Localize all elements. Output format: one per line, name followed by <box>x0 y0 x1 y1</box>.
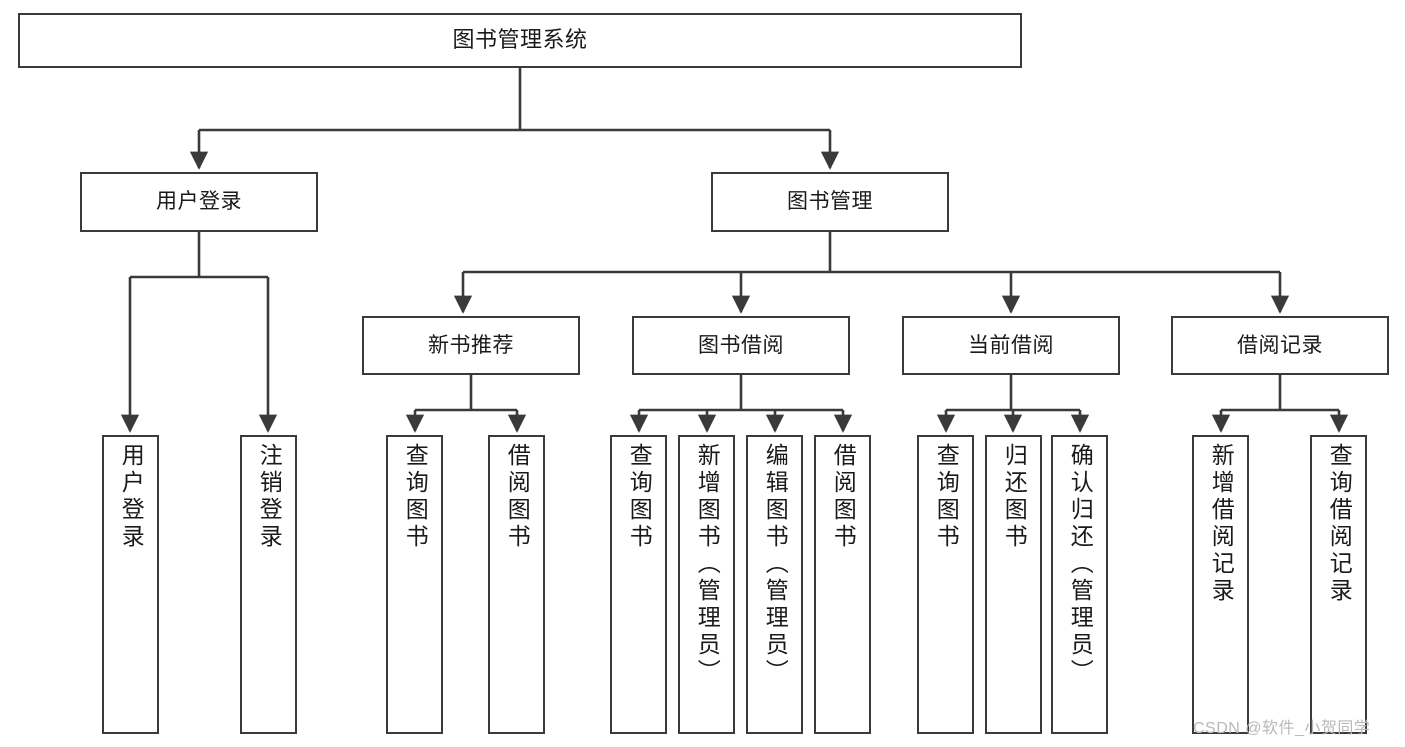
watermark: CSDN @软件_小贺同学 <box>1193 720 1371 737</box>
node-leaf-confirm-return-label: 确认归还（管理员） <box>1067 443 1094 686</box>
node-leaf-add-book[interactable]: 新增图书（管理员） <box>678 435 735 734</box>
node-leaf-query-record[interactable]: 查询借阅记录 <box>1310 435 1367 734</box>
node-leaf-add-book-label: 新增图书（管理员） <box>694 443 721 686</box>
node-leaf-logout[interactable]: 注销登录 <box>240 435 297 734</box>
node-borrow-record-label: 借阅记录 <box>1237 333 1323 357</box>
node-current-borrow[interactable]: 当前借阅 <box>902 316 1120 375</box>
node-leaf-borrow-book-1[interactable]: 借阅图书 <box>488 435 545 734</box>
node-leaf-query-book-2-label: 查询图书 <box>626 443 653 551</box>
node-leaf-user-login-label: 用户登录 <box>118 443 145 551</box>
node-leaf-query-book-2[interactable]: 查询图书 <box>610 435 667 734</box>
node-user-login-label: 用户登录 <box>156 190 242 214</box>
node-leaf-logout-label: 注销登录 <box>256 443 283 551</box>
node-root-label: 图书管理系统 <box>452 27 588 53</box>
node-book-borrow[interactable]: 图书借阅 <box>632 316 850 375</box>
node-leaf-add-record-label: 新增借阅记录 <box>1208 443 1235 605</box>
node-leaf-edit-book[interactable]: 编辑图书（管理员） <box>746 435 803 734</box>
node-leaf-query-record-label: 查询借阅记录 <box>1326 443 1353 605</box>
node-root[interactable]: 图书管理系统 <box>18 13 1022 68</box>
node-leaf-confirm-return[interactable]: 确认归还（管理员） <box>1051 435 1108 734</box>
node-leaf-borrow-book-2-label: 借阅图书 <box>830 443 857 551</box>
node-leaf-add-record[interactable]: 新增借阅记录 <box>1192 435 1249 734</box>
node-leaf-query-book-3[interactable]: 查询图书 <box>917 435 974 734</box>
node-borrow-record[interactable]: 借阅记录 <box>1171 316 1389 375</box>
node-book-management-label: 图书管理 <box>787 190 873 214</box>
node-leaf-user-login[interactable]: 用户登录 <box>102 435 159 734</box>
node-leaf-borrow-book-1-label: 借阅图书 <box>504 443 531 551</box>
node-book-management[interactable]: 图书管理 <box>711 172 949 232</box>
node-leaf-query-book-1[interactable]: 查询图书 <box>386 435 443 734</box>
node-user-login[interactable]: 用户登录 <box>80 172 318 232</box>
node-leaf-return-book-label: 归还图书 <box>1001 443 1028 551</box>
node-leaf-borrow-book-2[interactable]: 借阅图书 <box>814 435 871 734</box>
node-leaf-return-book[interactable]: 归还图书 <box>985 435 1042 734</box>
node-current-borrow-label: 当前借阅 <box>968 333 1054 357</box>
node-new-book-recommend[interactable]: 新书推荐 <box>362 316 580 375</box>
node-leaf-query-book-3-label: 查询图书 <box>933 443 960 551</box>
node-book-borrow-label: 图书借阅 <box>698 333 784 357</box>
node-leaf-query-book-1-label: 查询图书 <box>402 443 429 551</box>
node-leaf-edit-book-label: 编辑图书（管理员） <box>762 443 789 686</box>
node-new-book-recommend-label: 新书推荐 <box>428 333 514 357</box>
